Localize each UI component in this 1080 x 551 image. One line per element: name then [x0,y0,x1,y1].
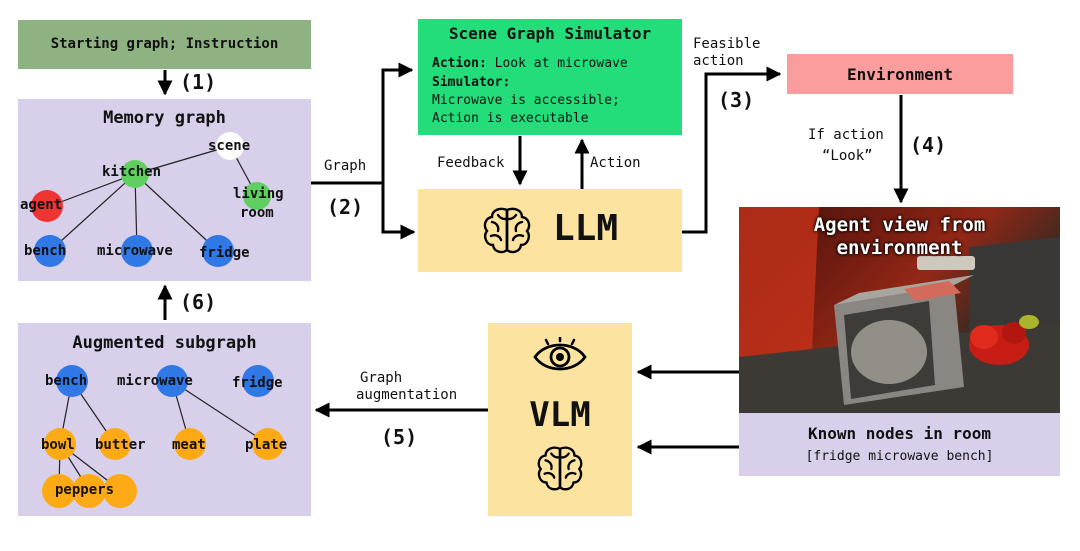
aug-node-bowl [44,428,76,460]
environment-label: Environment [847,65,953,84]
label-room: room [240,205,274,221]
label-kitchen: kitchen [102,164,162,180]
vlm-box: VLM [488,323,632,516]
starting-graph-box: Starting graph; Instruction [18,20,311,69]
label-bench: bench [24,243,67,259]
label-fridge: fridge [199,245,250,261]
vlm-brain-icon [537,446,583,491]
environment-box: Environment [787,54,1013,94]
label-agent: agent [20,197,63,213]
simulator-action-key: Action: [432,56,487,71]
simulator-action-value: Look at microwave [494,56,628,71]
node-agent [31,190,63,222]
node-kitchen [121,160,149,188]
kitchen-scene-illustration [739,207,1060,413]
aug-label-bowl: bowl [41,437,75,453]
aug-label-bench: bench [45,373,88,389]
simulator-line-2: Action is executable [432,111,589,126]
label-living: living [233,186,284,202]
aug-node-meat [174,428,206,460]
if-action-label-2: “Look” [822,148,873,164]
agent-view-title-1: Agent view from [813,214,986,236]
step-6-label: (6) [180,290,217,314]
step-5-label: (5) [381,425,418,449]
simulator-title: Scene Graph Simulator [448,24,652,43]
label-microwave: microwave [97,243,173,259]
aug-node-pepper-1 [42,474,76,508]
aug-node-butter [99,428,131,460]
node-microwave [121,235,153,267]
aug-label-microwave: microwave [117,373,193,389]
aug-label-fridge: fridge [232,375,283,391]
aug-label-plate: plate [245,437,288,453]
aug-label-peppers: peppers [55,482,115,498]
brain-icon [483,207,531,254]
simulator-line-1: Microwave is accessible; [432,93,620,108]
feedback-label: Feedback [437,155,505,171]
known-nodes-title: Known nodes in room [807,424,992,443]
aug-node-microwave [156,365,188,397]
node-fridge [202,235,234,267]
node-scene [216,132,244,160]
arrow-graph-to-simulator [311,62,414,185]
agent-view-title-2: environment [836,237,963,259]
aug-node-pepper-2 [72,474,106,508]
augmented-subgraph-title: Augmented subgraph [72,333,257,353]
step-3-label: (3) [718,88,755,112]
llm-label: LLM [553,208,619,249]
llm-box: LLM [418,189,682,272]
step-1-label: (1) [180,70,217,94]
action-label: Action [590,155,641,171]
eye-icon [533,337,587,371]
simulator-action-line: Action: Look at microwave [432,56,628,71]
step-4-label: (4) [910,133,947,157]
if-action-label-1: If action [808,127,884,143]
memory-graph-title: Memory graph [103,108,226,128]
aug-node-fridge [242,365,274,397]
graph-aug-label-2: augmentation [356,387,458,403]
feasible-label-2: action [693,53,744,69]
known-nodes-list: [fridge microwave bench] [805,449,994,464]
label-scene: scene [208,138,251,154]
agent-view-image: Agent view from environment [739,207,1060,413]
aug-node-bench [56,365,88,397]
vlm-label: VLM [529,395,591,435]
known-nodes-box: Known nodes in room [fridge microwave be… [739,413,1060,476]
aug-label-butter: butter [95,437,146,453]
aug-label-meat: meat [172,437,206,453]
graph-aug-label-1: Graph [360,370,403,386]
scene-graph-simulator-box: Scene Graph Simulator Action: Look at mi… [418,19,682,135]
starting-graph-text: Starting graph; Instruction [50,36,279,52]
node-living-room [243,182,271,210]
node-bench [34,235,66,267]
step-2-label: (2) [327,195,364,219]
arrow-feasible-action [682,66,782,234]
aug-node-pepper-3 [103,474,137,508]
aug-node-plate [252,428,284,460]
graph-arrow-label: Graph [324,158,367,174]
arrow-graph-to-llm [381,183,416,240]
feasible-label-1: Feasible [693,36,761,52]
simulator-sim-key: Simulator: [432,75,511,90]
